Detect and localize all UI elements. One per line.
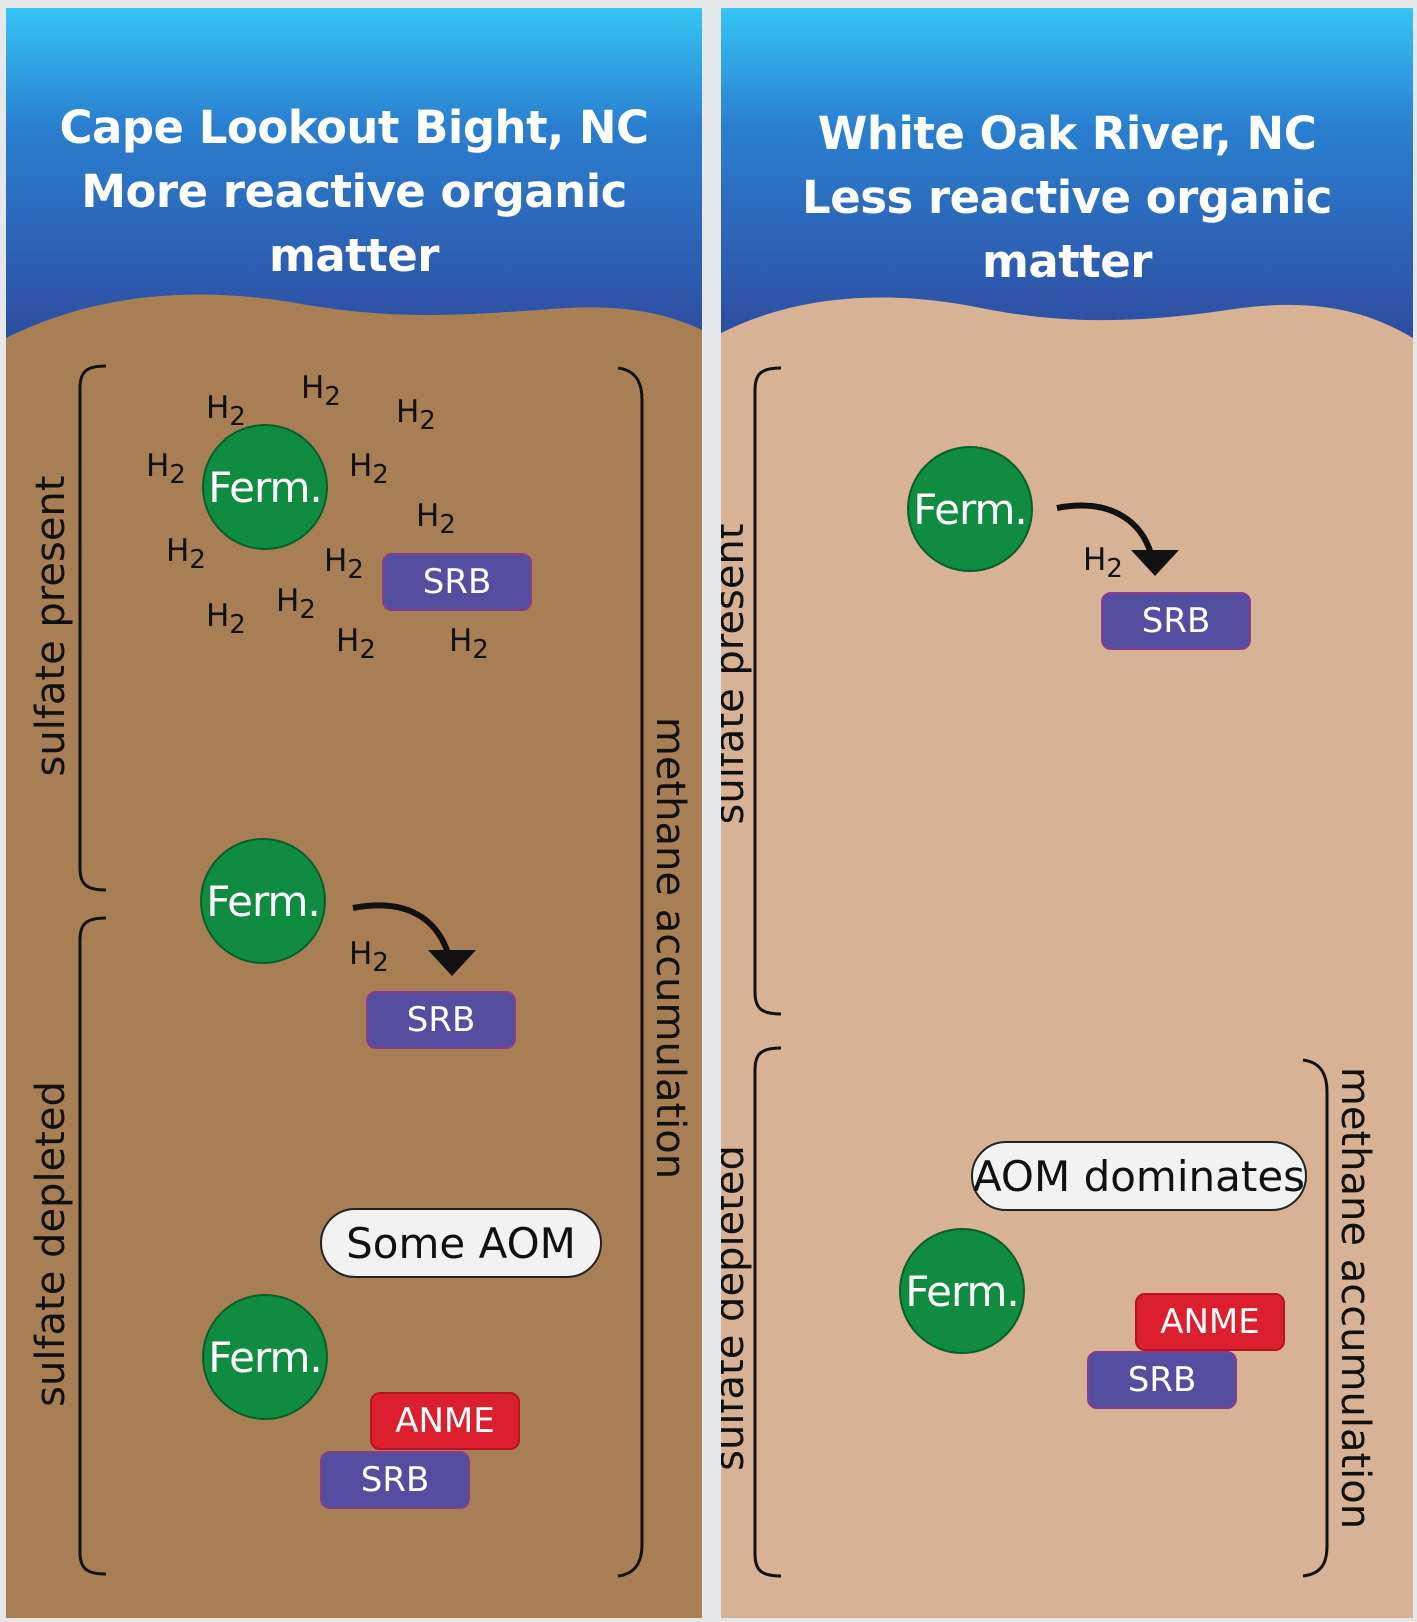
sediment-layer <box>721 297 1413 1618</box>
h2-molecule: H2 <box>416 498 456 541</box>
sulfate-depleted-bracket <box>753 1046 782 1578</box>
water-layer <box>721 8 1413 348</box>
panel-cape-lookout-bight: Cape Lookout Bight, NC More reactive org… <box>6 8 702 1618</box>
sulfate-present-label: sulfate present <box>28 475 74 777</box>
panel-title-subtitle: More reactive organic matter <box>81 165 627 282</box>
panel-title-subtitle: Less reactive organic matter <box>802 171 1332 288</box>
water-layer <box>6 8 702 348</box>
sulfate-depleted-label: sulfate depleted <box>28 1081 74 1407</box>
aom-label-pill: AOM dominates <box>971 1141 1307 1211</box>
aom-label-pill: Some AOM <box>320 1208 602 1278</box>
methane-accumulation-bracket <box>617 366 644 1578</box>
sulfate-present-bracket <box>753 366 782 1016</box>
srb-cell: SRB <box>1101 592 1251 650</box>
sulfate-depleted-bracket <box>78 916 107 1576</box>
methane-accumulation-label: methane accumulation <box>1332 1066 1378 1530</box>
h2-transfer-arrow <box>352 902 451 955</box>
anme-cell: ANME <box>370 1392 520 1450</box>
h2-molecule: H2 <box>336 623 376 666</box>
srb-cell: SRB <box>382 553 532 611</box>
h2-molecule: H2 <box>349 936 389 979</box>
h2-transfer-arrow <box>1056 502 1154 555</box>
fermenter-cell: Ferm. <box>899 1228 1025 1354</box>
sulfate-present-label: sulfate present <box>721 523 753 825</box>
srb-cell: SRB <box>366 991 516 1049</box>
fermenter-cell: Ferm. <box>907 446 1033 572</box>
h2-molecule: H2 <box>349 448 389 491</box>
panel-title-site: Cape Lookout Bight, NC <box>59 101 649 154</box>
srb-cell: SRB <box>320 1451 470 1509</box>
arrow-head-icon <box>428 950 476 976</box>
panel-title-site: White Oak River, NC <box>817 107 1317 160</box>
sediment-layer <box>6 294 702 1618</box>
anme-cell: ANME <box>1135 1293 1285 1351</box>
h2-molecule: H2 <box>206 598 246 641</box>
arrow-head-icon <box>1131 550 1179 576</box>
h2-molecule: H2 <box>1083 542 1123 585</box>
h2-molecule: H2 <box>276 583 316 626</box>
h2-molecule: H2 <box>449 623 489 666</box>
methane-accumulation-bracket <box>1302 1058 1329 1578</box>
srb-cell: SRB <box>1087 1351 1237 1409</box>
panel-white-oak-river: White Oak River, NC Less reactive organi… <box>721 8 1413 1618</box>
h2-molecule: H2 <box>206 390 246 433</box>
panel-background <box>6 8 702 1618</box>
fermenter-cell: Ferm. <box>202 424 328 550</box>
h2-molecule: H2 <box>146 448 186 491</box>
fermenter-cell: Ferm. <box>200 838 326 964</box>
h2-molecule: H2 <box>301 370 341 413</box>
methane-accumulation-label: methane accumulation <box>647 716 693 1180</box>
sulfate-depleted-label: sulfate depleted <box>721 1145 753 1471</box>
h2-molecule: H2 <box>166 533 206 576</box>
h2-molecule: H2 <box>324 543 364 586</box>
sulfate-present-bracket <box>78 364 107 892</box>
fermenter-cell: Ferm. <box>202 1294 328 1420</box>
h2-molecule: H2 <box>396 394 436 437</box>
